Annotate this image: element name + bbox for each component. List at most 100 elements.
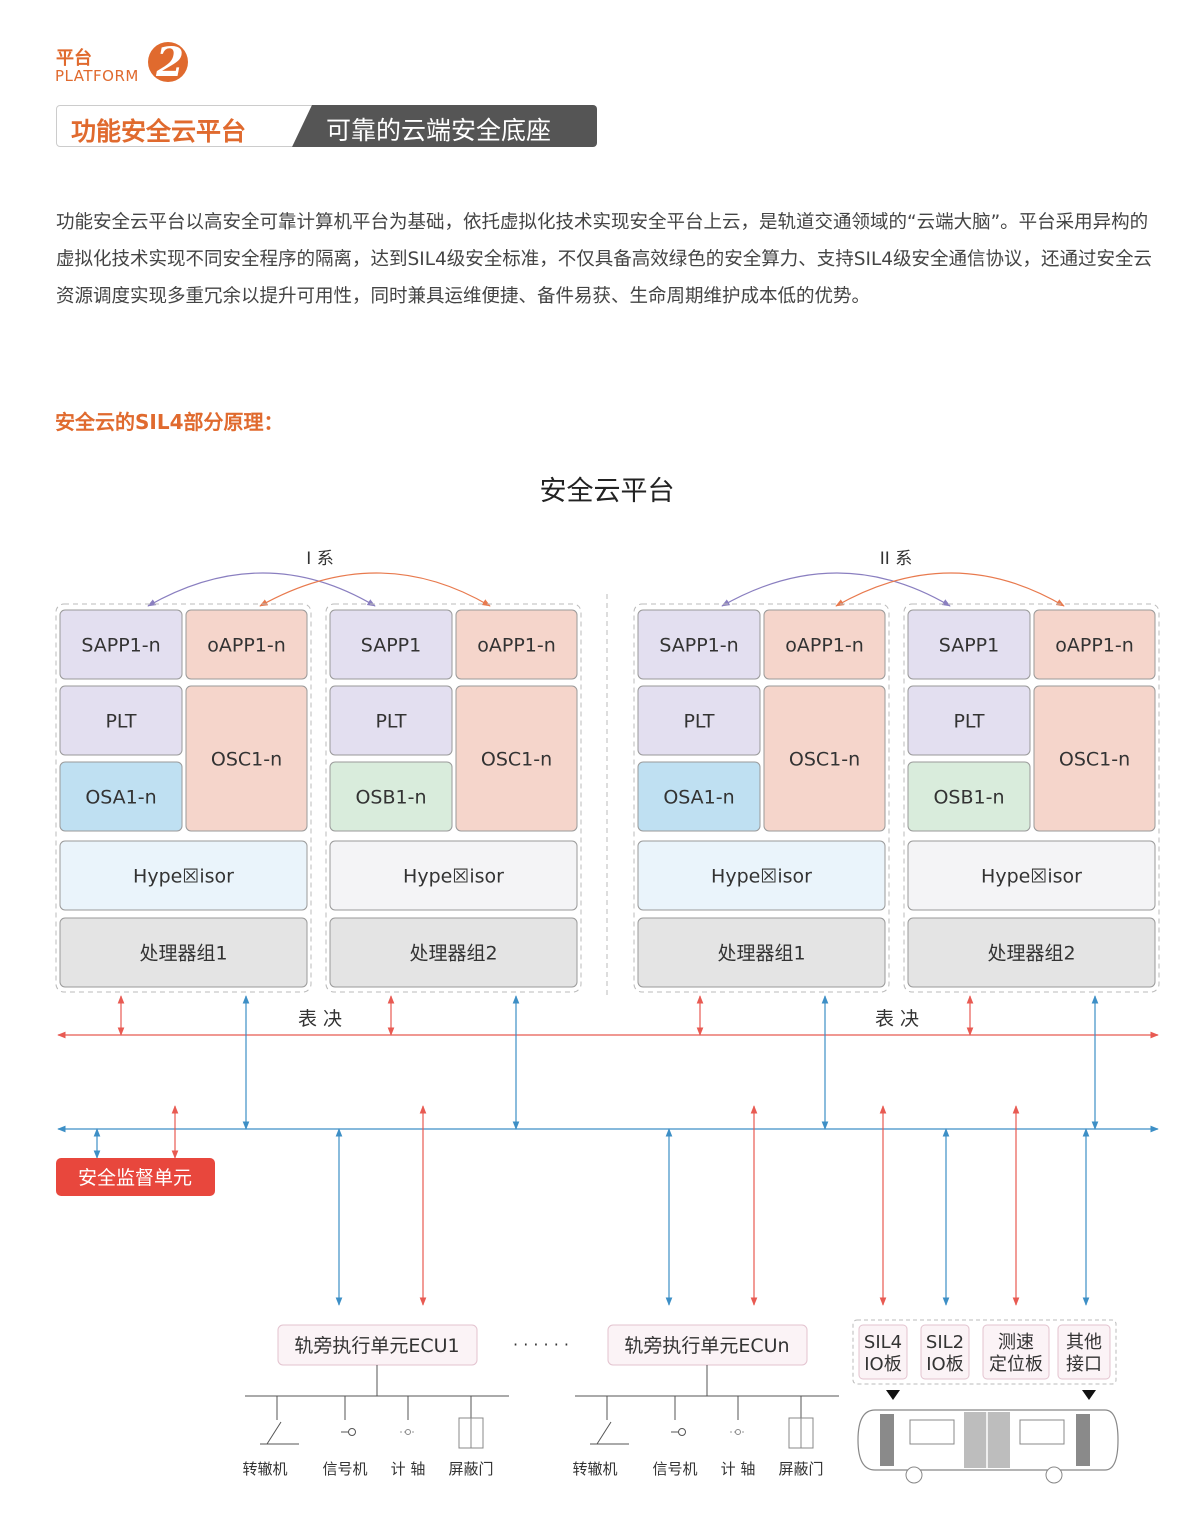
io-board-rack (852, 1319, 1117, 1385)
s2-g2-plt-label: PLT (953, 711, 984, 733)
s1-g2-oapp-box (455, 609, 578, 680)
s2-g2-os-label: OSB1-n (933, 787, 1004, 809)
io-board-line2: 接口 (1066, 1354, 1102, 1375)
safety-supervisor-label: 安全监督单元 (78, 1167, 192, 1189)
signal-icon (678, 1428, 686, 1436)
diagram-title: 安全云平台 (540, 476, 675, 507)
banner-title: 功能安全云平台 (71, 117, 247, 146)
s1-g1-cpu-label: 处理器组1 (139, 943, 227, 965)
intro-paragraph: 功能安全云平台以高安全可靠计算机平台为基础，依托虚拟化技术实现安全平台上云，是轨… (56, 212, 1153, 307)
s2-g1-hypervisor-box (637, 840, 886, 911)
field-device-label: 转辙机 (572, 1460, 617, 1478)
s2-g2-hypervisor-box (907, 840, 1156, 911)
s1-g1-osc-label: OSC1-n (211, 749, 282, 771)
s2-g1-app-label: SAPP1-n (659, 635, 738, 657)
group-frame (325, 603, 582, 993)
s2-g1-plt-label: PLT (683, 711, 714, 733)
sync-arc-oapp-2 (835, 572, 1065, 607)
group-frame (903, 603, 1160, 993)
field-device-label: 屏蔽门 (778, 1460, 823, 1478)
group-frame (633, 603, 890, 993)
s2-g2-os-box (907, 761, 1031, 832)
s1-g2-hypervisor-box (329, 840, 578, 911)
io-board-line2: 定位板 (989, 1354, 1043, 1375)
s2-g1-hypervisor-label: Hype☒isor (711, 866, 812, 888)
field-device-label: 转辙机 (242, 1460, 287, 1478)
ecu-1-label: 轨旁执行单元ECU1 (294, 1335, 459, 1357)
s2-g1-oapp-label: oAPP1-n (785, 635, 864, 657)
system-2-label: II 系 (880, 549, 912, 569)
s2-g2-hypervisor-label: Hype☒isor (981, 866, 1082, 888)
s1-g2-osc-box (455, 685, 578, 832)
s2-g1-os-label: OSA1-n (663, 787, 734, 809)
field-device-label: 信号机 (322, 1460, 367, 1478)
s1-g2-hypervisor-label: Hype☒isor (403, 866, 504, 888)
s2-g2-app-box (907, 609, 1031, 680)
s2-g1-cpu-box (637, 917, 886, 988)
switch-machine-icon (260, 1421, 299, 1445)
s1-g2-cpu-label: 处理器组2 (409, 943, 497, 965)
s2-g1-cpu-label: 处理器组1 (717, 943, 805, 965)
s2-g2-plt-box (907, 685, 1031, 756)
banner-subtitle: 可靠的云端安全底座 (326, 116, 552, 145)
platform-number: 2 (155, 40, 184, 84)
s2-g2-oapp-box (1033, 609, 1156, 680)
group-frame (55, 603, 312, 993)
io-board-line1: 其他 (1066, 1332, 1102, 1353)
system-1-label: I 系 (306, 549, 333, 569)
field-device-label: 屏蔽门 (448, 1460, 493, 1478)
switch-machine-icon (590, 1421, 629, 1445)
s1-g2-os-label: OSB1-n (355, 787, 426, 809)
vote-label-1: 表 决 (298, 1008, 342, 1030)
s1-g1-oapp-label: oAPP1-n (207, 635, 286, 657)
train-illustration (857, 1390, 1119, 1484)
s1-g1-app-box (59, 609, 183, 680)
s2-g2-osc-label: OSC1-n (1059, 749, 1130, 771)
field-bus-1: 转辙机 信号机 计 轴 屏蔽门 (242, 1365, 509, 1478)
s1-g1-oapp-box (185, 609, 308, 680)
s1-g1-osc-box (185, 685, 308, 832)
title-banner: 功能安全云平台 可靠的云端安全底座 (56, 105, 597, 147)
s1-g2-oapp-label: oAPP1-n (477, 635, 556, 657)
s2-g1-plt-box (637, 685, 761, 756)
field-device-label: 信号机 (652, 1460, 697, 1478)
platform-number-logo: 2 (148, 40, 188, 84)
s1-g1-plt-label: PLT (105, 711, 136, 733)
brand-label-en: PLATFORM (55, 67, 139, 85)
safety-supervisor-box (56, 1158, 215, 1196)
s1-g1-os-label: OSA1-n (85, 787, 156, 809)
s2-g2-osc-box (1033, 685, 1156, 832)
s2-g2-cpu-box (907, 917, 1156, 988)
s2-g1-osc-label: OSC1-n (789, 749, 860, 771)
brand-label-cn: 平台 (56, 48, 92, 69)
io-board-line1: 测速 (998, 1332, 1034, 1353)
sync-arc-app-1 (147, 572, 376, 607)
s1-g2-os-box (329, 761, 453, 832)
io-board-line1: SIL4 (864, 1332, 902, 1353)
s1-g2-app-box (329, 609, 453, 680)
s2-g2-cpu-label: 处理器组2 (987, 943, 1075, 965)
s1-g1-os-box (59, 761, 183, 832)
io-board-line2: IO板 (926, 1354, 963, 1375)
sync-arc-app-2 (721, 572, 951, 607)
field-device-label: 计 轴 (391, 1460, 426, 1478)
s1-g1-app-label: SAPP1-n (81, 635, 160, 657)
s2-g2-oapp-label: oAPP1-n (1055, 635, 1134, 657)
s1-g2-plt-box (329, 685, 453, 756)
field-bus-2: 转辙机信号机计 轴屏蔽门 (572, 1365, 839, 1478)
s1-g1-hypervisor-box (59, 840, 308, 911)
ecu-ellipsis: · · · · · · (513, 1335, 569, 1354)
s1-g1-cpu-box (59, 917, 308, 988)
s1-g2-plt-label: PLT (375, 711, 406, 733)
s1-g2-cpu-box (329, 917, 578, 988)
s1-g1-plt-box (59, 685, 183, 756)
